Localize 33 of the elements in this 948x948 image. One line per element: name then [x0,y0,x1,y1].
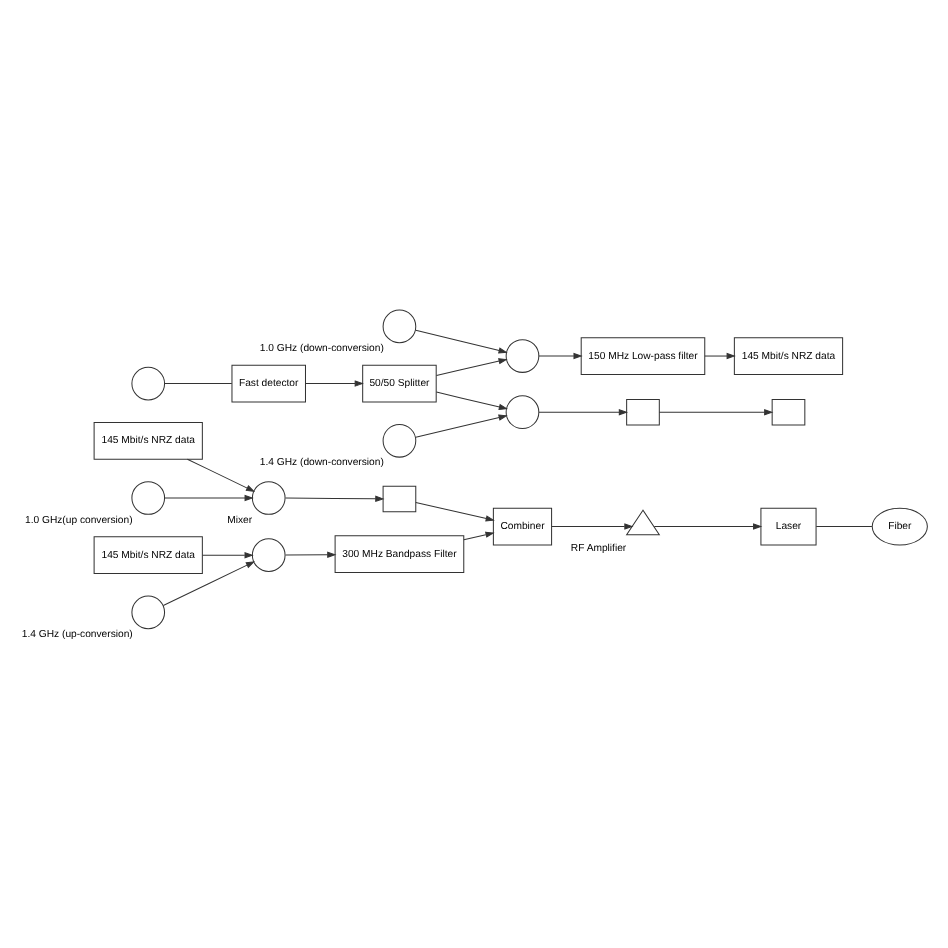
arrow [434,357,507,375]
arrow [284,550,336,557]
node-box [770,397,805,425]
node-circle [130,594,165,629]
arrow [657,408,773,415]
node-circle [250,480,285,514]
node-circle [130,480,165,514]
node-circle [381,308,416,343]
node-circle [504,338,539,372]
arrow [185,457,255,491]
node-box [625,397,659,425]
connector [814,525,872,527]
connector [163,382,232,384]
node-circle [504,394,539,429]
arrow [537,408,627,415]
arrow [434,390,508,410]
arrow [652,522,762,529]
node-circle [250,537,285,571]
arrow [414,501,494,521]
node-box [381,484,416,512]
node-circle [130,365,165,400]
arrow [462,530,494,540]
arrow [201,550,253,558]
node-circle [381,422,416,457]
arrow [163,493,253,501]
arrow [414,328,507,353]
arrow [414,413,507,437]
arrow [161,560,255,606]
arrow [537,351,582,359]
arrow [284,494,384,502]
arrow [703,351,735,359]
arrow [304,379,363,386]
arrow [550,522,633,529]
